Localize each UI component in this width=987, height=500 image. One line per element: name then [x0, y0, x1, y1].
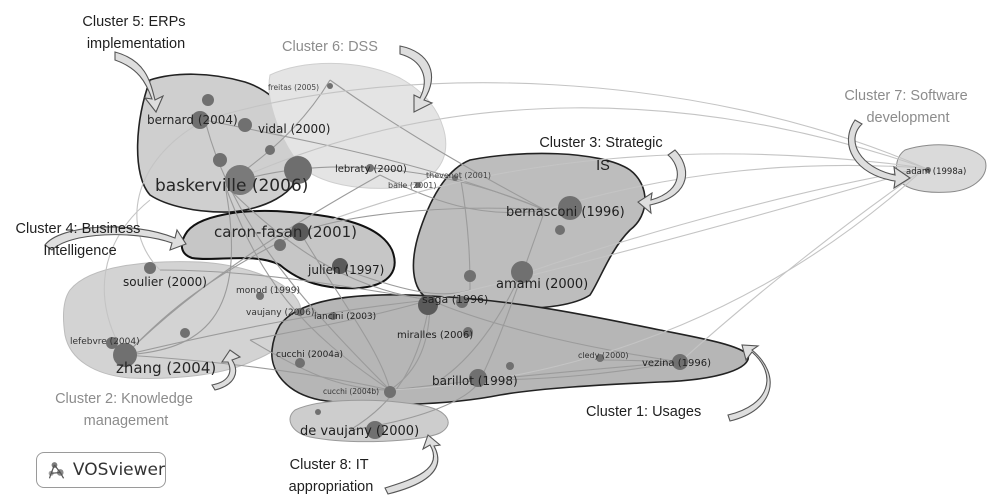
node-cucchi2004a	[295, 358, 305, 368]
cluster-8-region	[289, 399, 449, 443]
node-julien	[332, 258, 348, 274]
network-nodes	[106, 83, 931, 439]
label-freitas: freitas (2005)	[268, 83, 319, 92]
label-baile: baile (2001)	[388, 181, 437, 190]
node-bernard	[191, 111, 209, 129]
callout-arrow-c1	[727, 344, 771, 422]
node-vidal	[238, 118, 252, 132]
node-baskerville	[225, 165, 255, 195]
node-cledy	[596, 354, 604, 362]
callout-arrows	[44, 45, 912, 495]
label-lefebvre: lefebvre (2004)	[70, 337, 140, 347]
label-miralles: miralles (2006)	[397, 330, 473, 341]
callout-arrow-c6	[399, 45, 434, 113]
node-c8-small	[315, 409, 321, 415]
node-saga	[418, 295, 438, 315]
cluster-label-c8: Cluster 8: IT appropriation	[289, 457, 374, 495]
node-cucchi2004b	[384, 386, 396, 398]
cluster-label-c6: Cluster 6: DSS	[282, 39, 378, 55]
label-saga: saga (1996)	[422, 293, 488, 306]
label-cucchi2004a: cucchi (2004a)	[276, 350, 343, 360]
node-amami	[511, 261, 533, 283]
node-adam	[925, 167, 931, 173]
label-caronfasan: caron-fasan (2001)	[214, 223, 357, 241]
network-edges-long	[103, 82, 926, 391]
callout-arrow-c5	[114, 51, 165, 114]
node-barillot	[469, 369, 487, 387]
label-vidal: vidal (2000)	[258, 122, 330, 136]
label-cucchi2004b: cucchi (2004b)	[323, 387, 379, 396]
node-thevenot	[452, 175, 458, 181]
label-vaujany2006: vaujany (2006)	[246, 308, 314, 318]
node-c1-small	[506, 362, 514, 370]
node-monod	[256, 292, 264, 300]
cluster-1-region	[271, 294, 750, 406]
node-lancini	[329, 312, 337, 320]
label-cledy: cledy (2000)	[578, 351, 629, 360]
label-amami: amami (2000)	[496, 277, 588, 292]
label-baskerville: baskerville (2006)	[155, 176, 308, 196]
label-barillot: barillot (1998)	[432, 374, 518, 388]
cluster-label-c7: Cluster 7: Software development	[844, 88, 971, 126]
label-bernasconi: bernasconi (1996)	[506, 205, 625, 220]
node-lebraty	[366, 164, 374, 172]
label-bernard: bernard (2004)	[147, 113, 238, 127]
cluster-label-c3: Cluster 3: Strategic IS	[539, 135, 666, 174]
vosviewer-logo: VOSviewer	[36, 452, 166, 488]
node-devaujany	[366, 421, 384, 439]
cluster-label-c1: Cluster 1: Usages	[586, 404, 701, 420]
cluster-label-c4: Cluster 4: Business Intelligence	[16, 221, 145, 259]
vosviewer-logo-text: VOSviewer	[72, 460, 165, 480]
node-caronfasan	[291, 223, 309, 241]
node-soulier	[144, 262, 156, 274]
label-monod: monod (1999)	[236, 286, 300, 296]
label-vezina: vezina (1996)	[642, 358, 711, 369]
callout-arrow-c8	[384, 434, 442, 495]
node-c5-small-2	[265, 145, 275, 155]
node-lefebvre	[106, 337, 118, 349]
label-soulier: soulier (2000)	[123, 275, 207, 289]
node-saga-2	[456, 296, 468, 308]
node-bernard-2	[202, 94, 214, 106]
node-baile	[415, 182, 421, 188]
node-c5-small	[213, 153, 227, 167]
cluster-6-region	[268, 62, 447, 189]
node-c3-small	[555, 225, 565, 235]
vosviewer-logo-icon	[48, 462, 65, 479]
label-adam: adam (1998a)	[906, 167, 966, 177]
label-thevenot: thevenot (2001)	[426, 171, 491, 180]
label-zhang: zhang (2004)	[116, 359, 216, 377]
node-bernasconi	[558, 196, 582, 220]
node-miralles	[463, 327, 473, 337]
node-vezina	[672, 354, 688, 370]
node-vaujany2006	[296, 308, 304, 316]
node-zhang	[113, 343, 137, 367]
cluster-label-c5: Cluster 5: ERPs implementation	[82, 14, 189, 52]
label-lebraty: lebraty (2000)	[335, 164, 407, 175]
cluster-7-region	[895, 144, 987, 193]
cluster-3-region	[412, 152, 646, 310]
callout-arrow-c3	[637, 149, 687, 215]
label-lancini: lancini (2003)	[314, 312, 376, 322]
cluster-5-region	[136, 73, 301, 213]
label-julien: julien (1997)	[307, 263, 384, 277]
node-freitas	[327, 83, 333, 89]
label-devaujany: de vaujany (2000)	[300, 424, 419, 439]
node-baskerville-2	[284, 156, 312, 184]
cluster-label-c2: Cluster 2: Knowledge management	[55, 391, 197, 429]
node-c2-small	[180, 328, 190, 338]
callout-arrow-c7	[847, 119, 912, 190]
node-caronfasan-2	[274, 239, 286, 251]
callout-arrow-c4	[44, 226, 187, 251]
node-c3-small-2	[464, 270, 476, 282]
callout-arrow-c2	[211, 349, 242, 391]
